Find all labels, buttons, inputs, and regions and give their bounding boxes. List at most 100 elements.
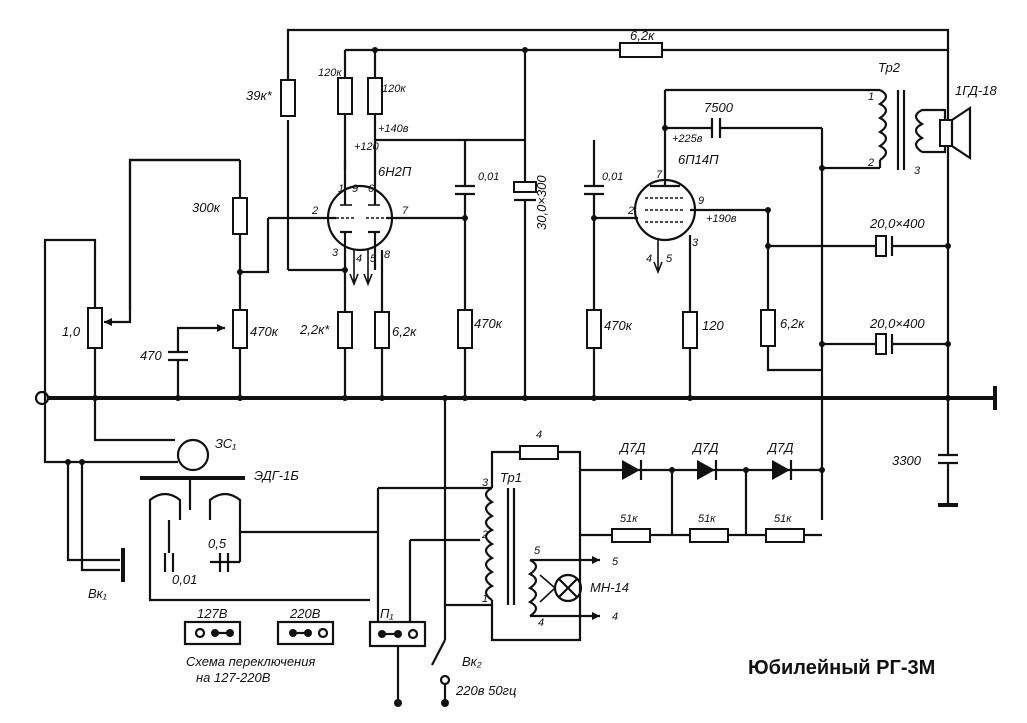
pin-t1-1: 1 xyxy=(338,183,344,195)
label-220v: 220В xyxy=(289,606,321,621)
resistor-4ohm xyxy=(519,445,559,460)
pickup-section xyxy=(43,398,380,602)
coupling-stage1 xyxy=(455,140,475,398)
label-scheme-2: на 127-220В xyxy=(196,670,271,685)
tube1-cathode xyxy=(337,250,390,398)
pot-470k xyxy=(232,309,248,349)
label-c20-b: 20,0×400 xyxy=(869,316,925,331)
label-d1: Д7Д xyxy=(618,440,646,455)
tube1-plate-loads xyxy=(337,47,528,190)
resistor-120 xyxy=(682,311,698,349)
pin-t1-3: 3 xyxy=(332,247,339,259)
speaker-icon xyxy=(950,105,972,161)
power-transformer xyxy=(378,398,600,642)
label-pot1m: 1,0 xyxy=(62,324,81,339)
tube1-6n2p xyxy=(300,184,465,287)
label-51k-a: 51к xyxy=(620,513,638,525)
label-lamp: МН-14 xyxy=(590,580,629,595)
resistor-6k2-top xyxy=(619,42,663,58)
schematic-title: Юбилейный РГ-3М xyxy=(748,657,935,679)
pin-tr1-3: 3 xyxy=(482,477,489,489)
pin-tr2-1: 1 xyxy=(868,91,874,103)
label-6k2-c: 6,2к xyxy=(780,316,805,331)
label-2k2: 2,2к* xyxy=(299,322,330,337)
diode-icon-2 xyxy=(697,460,715,480)
label-120k-a: 120к xyxy=(318,67,342,79)
resistor-6k2-c xyxy=(760,309,776,347)
output-transformer xyxy=(822,89,972,170)
label-bk1: Вк₁ xyxy=(88,586,107,601)
pin-t2-9: 9 xyxy=(698,195,704,207)
label-39k: 39к* xyxy=(246,88,273,103)
pin-t1-8: 8 xyxy=(384,249,391,261)
grid-network xyxy=(43,158,300,398)
label-127v: 127В xyxy=(197,606,228,621)
label-v140: +140в xyxy=(378,123,409,135)
resistor-120k-a xyxy=(337,77,353,115)
label-d3: Д7Д xyxy=(766,440,794,455)
resistor-51k-a xyxy=(611,528,651,543)
label-r4: 4 xyxy=(536,429,542,441)
label-c001-a: 0,01 xyxy=(478,171,499,183)
pin-t2-4: 4 xyxy=(646,253,652,265)
coupling-stage2 xyxy=(584,140,638,398)
label-mains: 220в 50гц xyxy=(455,683,516,698)
pin-t1-5: 5 xyxy=(370,253,377,265)
pin-tr2-3: 3 xyxy=(914,165,921,177)
label-r120: 120 xyxy=(702,318,724,333)
pot-1m xyxy=(87,307,103,349)
label-speaker: 1ГД-18 xyxy=(955,83,997,98)
label-c7500: 7500 xyxy=(704,100,734,115)
tube2-6p14p xyxy=(633,88,880,398)
pin-t1-4: 4 xyxy=(356,253,362,265)
label-edg: ЭДГ-1Б xyxy=(254,468,299,483)
label-c470: 470 xyxy=(140,348,162,363)
label-tube1: 6Н2П xyxy=(378,164,412,179)
label-c001-c: 0,01 xyxy=(172,572,197,587)
resistor-2k2 xyxy=(337,311,353,349)
label-scheme-1: Схема переключения xyxy=(186,654,315,669)
label-470k-b: 470к xyxy=(604,318,633,333)
pin-tr1-2: 2 xyxy=(481,529,488,541)
pin-t1-9: 9 xyxy=(352,183,358,195)
junctions xyxy=(65,125,951,465)
plug-220v xyxy=(276,620,335,646)
indicator-zs1 xyxy=(176,438,210,472)
label-c05: 0,5 xyxy=(208,536,227,551)
label-c001-b: 0,01 xyxy=(602,171,623,183)
plug-127v xyxy=(183,620,242,646)
label-tr2: Тр2 xyxy=(878,60,901,75)
cap-30uf xyxy=(513,181,537,398)
resistor-39k xyxy=(280,79,296,117)
resistor-470k-b xyxy=(586,309,602,349)
resistor-470k-a xyxy=(457,309,473,349)
pin-out-4: 4 xyxy=(612,611,618,623)
resistor-6k2-b xyxy=(374,311,390,349)
pin-tr2-2: 2 xyxy=(867,157,874,169)
label-bk2: Вк₂ xyxy=(462,654,482,669)
rectifier xyxy=(600,460,825,543)
label-120k-b: 120к xyxy=(382,83,406,95)
label-c20-a: 20,0×400 xyxy=(869,216,925,231)
label-300k: 300к xyxy=(192,200,221,215)
resistor-51k-b xyxy=(689,528,729,543)
label-6k2-top: 6,2к xyxy=(630,28,655,43)
label-tr1: Тр1 xyxy=(500,470,522,485)
label-d2: Д7Д xyxy=(691,440,719,455)
pin-t1-7: 7 xyxy=(402,205,409,217)
feedback-line xyxy=(280,28,950,400)
labels: 6,2к Тр2 1ГД-18 120к 120к 39к* +120 +140… xyxy=(62,28,997,698)
voltage-switch xyxy=(183,532,451,707)
pin-t2-5: 5 xyxy=(666,253,673,265)
label-tube2: 6П14П xyxy=(678,152,719,167)
label-470k-a: 470к xyxy=(474,316,503,331)
ground-bus xyxy=(34,386,997,410)
resistor-120k-b xyxy=(367,77,383,115)
pin-tr1-4: 4 xyxy=(538,617,544,629)
power-filter xyxy=(760,128,958,520)
pin-t2-2: 2 xyxy=(627,205,634,217)
resistor-300k xyxy=(232,197,248,235)
input-jack xyxy=(34,390,50,406)
pin-t1-6: 6 xyxy=(368,183,375,195)
